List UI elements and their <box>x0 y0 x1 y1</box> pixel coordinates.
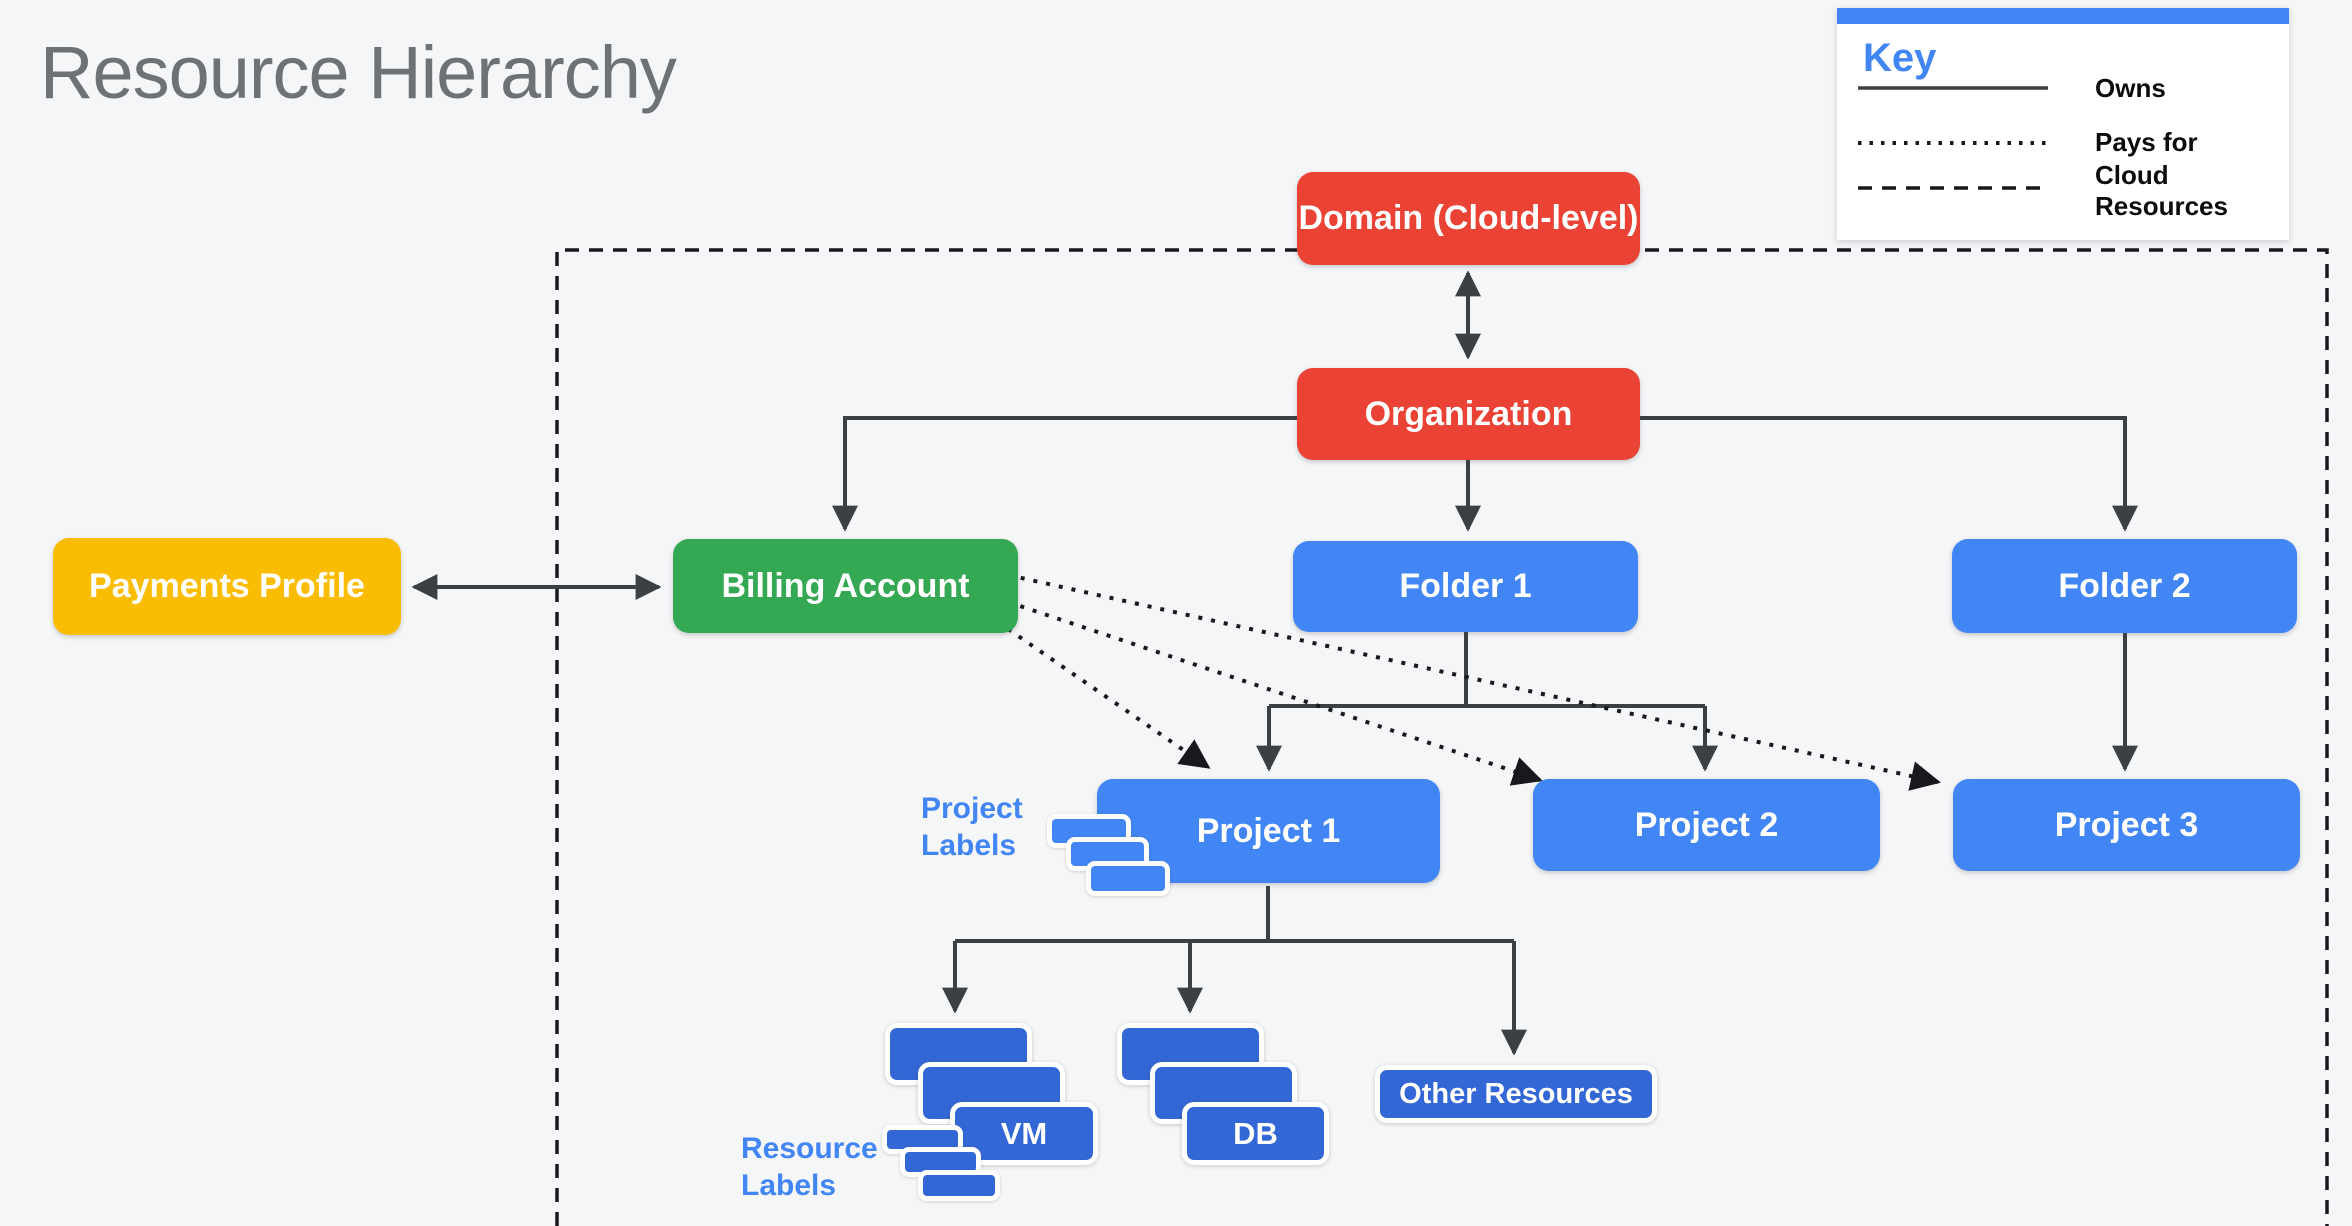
edge-billing-pays-project3 <box>1007 573 1941 791</box>
legend-pays-for-label: Pays for <box>2095 127 2198 157</box>
legend-accent-bar <box>1837 8 2289 24</box>
node-project2-label: Project 2 <box>1634 805 1779 844</box>
node-db: DB <box>1182 1102 1329 1165</box>
node-db-label: DB <box>1233 1115 1278 1151</box>
node-domain: Domain (Cloud-level) <box>1297 172 1640 265</box>
node-project3-label: Project 3 <box>2054 805 2199 844</box>
edge-billing-pays-project2 <box>1007 600 1543 786</box>
edge-project1-branch <box>955 886 1514 943</box>
node-project2: Project 2 <box>1533 779 1880 871</box>
edge-billing-pays-project1 <box>1006 627 1211 769</box>
legend-panel: Key Owns Pays for Cloud Resources <box>1837 8 2289 240</box>
project-label-card <box>1086 861 1170 896</box>
edge-organization-folder2 <box>1640 416 2138 532</box>
node-folder2-label: Folder 2 <box>2058 566 2191 605</box>
legend-dotted-line-sample <box>1858 141 2048 145</box>
node-project3: Project 3 <box>1953 779 2300 871</box>
legend-title: Key <box>1863 36 1937 80</box>
node-folder2: Folder 2 <box>1952 539 2297 633</box>
node-billing-account: Billing Account <box>673 539 1018 633</box>
legend-owns-label: Owns <box>2095 73 2166 103</box>
resource-label-card <box>918 1170 1000 1201</box>
node-payments-profile: Payments Profile <box>53 538 401 635</box>
node-other-resources-label: Other Resources <box>1399 1077 1633 1110</box>
project-labels-annotation: Project Labels <box>921 792 1023 862</box>
edge-folder1-branch <box>1269 632 1705 708</box>
node-domain-label: Domain (Cloud-level) <box>1298 199 1639 237</box>
node-folder1: Folder 1 <box>1293 541 1638 632</box>
page-title: Resource Hierarchy <box>40 31 677 114</box>
node-billing-account-label: Billing Account <box>721 566 970 605</box>
legend-dashed-line-sample <box>1858 186 2048 190</box>
node-payments-profile-label: Payments Profile <box>89 567 365 605</box>
legend-cloud-resources-label: Cloud Resources <box>2095 160 2228 221</box>
node-vm: VM <box>950 1102 1098 1165</box>
node-other-resources: Other Resources <box>1375 1065 1657 1123</box>
edge-organization-billing <box>832 416 1297 532</box>
node-organization: Organization <box>1297 368 1640 460</box>
node-folder1-label: Folder 1 <box>1399 567 1532 605</box>
resource-labels-annotation: Resource Labels <box>741 1132 878 1202</box>
node-project1-label: Project 1 <box>1196 811 1341 850</box>
node-organization-label: Organization <box>1364 394 1573 433</box>
node-vm-label: VM <box>1000 1115 1048 1151</box>
legend-solid-line-sample <box>1858 86 2048 90</box>
